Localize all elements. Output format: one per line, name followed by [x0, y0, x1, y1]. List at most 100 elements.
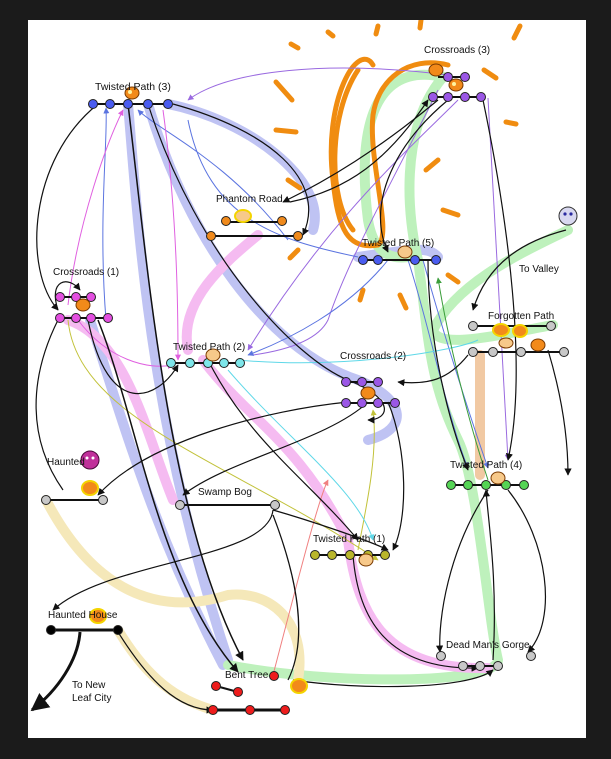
scribble-ray-14 — [445, 272, 461, 285]
node-haunted-2 — [98, 495, 108, 505]
highlight-blue-route-1 — [123, 99, 233, 665]
label-haunted: Haunted — [47, 457, 85, 468]
connector-purple-3 — [247, 99, 459, 351]
creature-icons — [75, 63, 578, 694]
node-group-twisted4 — [446, 480, 529, 490]
location-labels: Twisted Path (3) Crossroads (3) Phantom … — [47, 45, 559, 704]
node-twisted2-2 — [185, 358, 195, 368]
label-crossroads3: Crossroads (3) — [424, 45, 490, 56]
label-forgotten: Forgotten Path — [488, 311, 554, 322]
jester-creature-icon — [80, 450, 100, 470]
node-crossroads1-a3 — [86, 292, 96, 302]
node-twisted1-2 — [327, 550, 337, 560]
edge-crossroads1-loop — [54, 281, 81, 311]
connector-blue-5 — [247, 259, 389, 356]
highlight-blue-route-2 — [85, 315, 228, 670]
edge-hauntedhouse-benttree — [117, 631, 214, 714]
node-crossroads1-b1 — [55, 313, 65, 323]
edge-benttree-swamp — [272, 514, 300, 681]
halloween-path-map: Twisted Path (3) Crossroads (3) Phantom … — [30, 20, 578, 715]
connector-cyan-2 — [237, 339, 479, 364]
node-crossroads1-b3 — [86, 313, 96, 323]
node-twisted3-5 — [163, 99, 173, 109]
pumpkin-icon — [358, 553, 374, 567]
node-twisted1-3 — [345, 550, 355, 560]
label-twisted2: Twisted Path (2) — [173, 342, 245, 353]
node-crossroads1-b2 — [71, 313, 81, 323]
edge-swamp-hauntedhouse — [52, 509, 274, 611]
pumpkin-icon — [397, 245, 413, 259]
connector-purple-1 — [187, 67, 449, 101]
ghost-character-icon — [558, 206, 578, 226]
node-deadmans-2 — [458, 661, 468, 671]
scribble-ray-16 — [440, 207, 461, 218]
edge-crossroads1-haunted — [35, 319, 64, 491]
pumpkin-icon — [492, 323, 510, 337]
node-group-phantom — [206, 216, 303, 241]
node-crossroads2-a1 — [341, 377, 351, 387]
label-swamp: Swamp Bog — [198, 487, 252, 498]
pumpkin-icon — [234, 209, 252, 223]
edge-crossroads1-benttree — [97, 319, 239, 673]
node-twisted5-1 — [358, 255, 368, 265]
scribble-ray-3 — [373, 23, 381, 37]
node-crossroads3-a2 — [460, 72, 470, 82]
edge-twisted4-deadmans-2 — [436, 489, 489, 653]
node-benttree-b3 — [280, 705, 290, 715]
node-benttree-a2 — [233, 687, 243, 697]
highlight-pink-route-2 — [198, 355, 493, 674]
edge-crossroads3-phantom — [282, 99, 439, 203]
edge-twisted3-crossroads1 — [36, 103, 99, 311]
edge-crossroads2-haunted — [97, 401, 349, 496]
edge-forgotten-right — [547, 349, 572, 476]
label-crossroads1: Crossroads (1) — [53, 267, 119, 278]
label-tovalley: To Valley — [519, 264, 559, 275]
node-group-crossroads1 — [55, 292, 113, 323]
label-twisted5: Twisted Path (5) — [362, 238, 434, 249]
node-hauntedhouse-1 — [46, 625, 56, 635]
node-crossroads2-b1 — [341, 398, 351, 408]
scribble-ray-6 — [481, 67, 499, 81]
node-benttree-b1 — [208, 705, 218, 715]
edge-crossroads3-twisted5 — [380, 99, 449, 253]
node-twisted2-1 — [166, 358, 176, 368]
node-forgotten-a1 — [468, 321, 478, 331]
node-group-crossroads2 — [341, 377, 400, 408]
scribble-ray-5 — [511, 23, 523, 41]
edge-crossroads2-swamp — [182, 401, 369, 496]
connector-red-1 — [272, 479, 329, 676]
scribble-ray-10 — [285, 177, 303, 191]
node-crossroads2-a3 — [373, 377, 383, 387]
node-deadmans-3 — [475, 661, 485, 671]
node-haunted-1 — [41, 495, 51, 505]
connector-blue-2 — [137, 109, 289, 241]
node-group-deadmans — [436, 651, 536, 671]
edge-twisted4-deadmans — [507, 489, 546, 653]
node-twisted5-3 — [410, 255, 420, 265]
node-twisted1-5 — [380, 550, 390, 560]
node-crossroads3-b1 — [428, 92, 438, 102]
node-group-crossroads3 — [428, 72, 486, 102]
connector-yellow-2 — [357, 409, 377, 551]
pumpkin-icon — [490, 471, 506, 485]
pumpkin-icon — [512, 324, 528, 338]
node-swamp-2 — [270, 500, 280, 510]
highlight-yellow-route-2 — [113, 625, 218, 715]
edge-deadmans-up — [482, 489, 495, 661]
edge-twisted5-twisted4 — [427, 259, 469, 471]
pumpkin-icon — [530, 338, 546, 352]
scribble-loop-outer — [328, 56, 451, 249]
node-crossroads3-b4 — [476, 92, 486, 102]
label-hauntedhouse: Haunted House — [48, 610, 118, 621]
sun-scribble — [273, 20, 523, 311]
edge-twisted3-blue-line — [127, 103, 244, 661]
connector-blue-3 — [407, 259, 469, 469]
pumpkin-icon — [428, 63, 444, 77]
highlight-blue-route-3 — [143, 99, 402, 445]
node-forgotten-b1 — [468, 347, 478, 357]
edge-benttree-deadmans — [292, 669, 494, 688]
pumpkin-icon — [205, 348, 221, 362]
scribble-ray-1 — [288, 41, 301, 51]
node-swamp-1 — [175, 500, 185, 510]
connector-cyan-1 — [227, 369, 375, 541]
